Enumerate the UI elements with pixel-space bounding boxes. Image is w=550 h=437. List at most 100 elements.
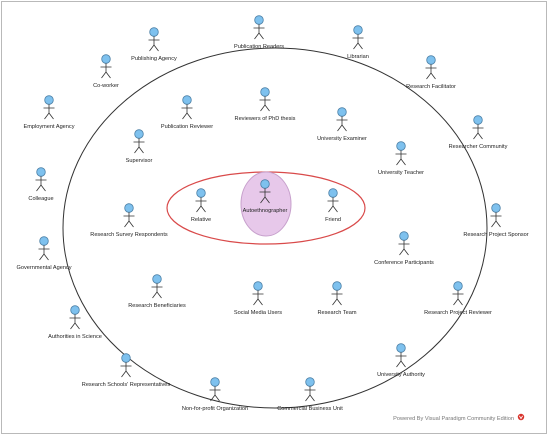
actor-publication-readers[interactable]: Publication Readers xyxy=(234,15,284,50)
actor-head-icon xyxy=(254,15,264,25)
actor-label: Employment Agency xyxy=(24,124,75,130)
actor-head-icon xyxy=(196,188,206,198)
actor-head-icon xyxy=(399,231,409,241)
actor-label: University Authority xyxy=(377,372,425,378)
actor-body-icon xyxy=(209,386,221,402)
actor-label: Research Project Sponsor xyxy=(463,232,528,238)
actor-label: Research Schools' Representatives xyxy=(82,382,171,388)
actor-social-media-users[interactable]: Social Media Users xyxy=(234,281,282,316)
actor-head-icon xyxy=(39,236,49,246)
actor-body-icon xyxy=(148,36,160,52)
actor-label: Researcher Community xyxy=(449,144,508,150)
actor-label: Publication Reviewer xyxy=(161,124,213,130)
actor-librarian[interactable]: Librarian xyxy=(347,25,369,60)
actor-co-worker[interactable]: Co-worker xyxy=(93,54,119,89)
actor-head-icon xyxy=(491,203,501,213)
actor-body-icon xyxy=(151,283,163,299)
actor-body-icon xyxy=(259,188,271,204)
actor-body-icon xyxy=(398,240,410,256)
actor-head-icon xyxy=(149,27,159,37)
actor-friend[interactable]: Friend xyxy=(325,188,341,223)
actor-label: Relative xyxy=(191,217,211,223)
actor-label: Authorities in Science xyxy=(48,334,102,340)
actor-relative[interactable]: Relative xyxy=(191,188,211,223)
actor-university-examiner[interactable]: University Examiner xyxy=(317,107,367,142)
actor-non-for-profit-organization[interactable]: Non-for-profit Organization xyxy=(182,377,248,412)
actor-conference-participants[interactable]: Conference Participants xyxy=(374,231,434,266)
actor-body-icon xyxy=(304,386,316,402)
actor-body-icon xyxy=(195,197,207,213)
actor-label: Colleague xyxy=(28,196,53,202)
actor-research-project-sponsor[interactable]: Research Project Sponsor xyxy=(463,203,529,238)
actor-label: University Examiner xyxy=(317,136,367,142)
actor-university-teacher[interactable]: University Teacher xyxy=(378,141,424,176)
actor-label: Commercial Business Unit xyxy=(277,406,343,412)
actor-head-icon xyxy=(44,95,54,105)
actor-label: Research Project Reviewer xyxy=(424,310,492,316)
actor-label: Non-for-profit Organization xyxy=(182,406,248,412)
actor-head-icon xyxy=(70,305,80,315)
actor-head-icon xyxy=(396,141,406,151)
actor-commercial-business-unit[interactable]: Commercial Business Unit xyxy=(277,377,343,412)
actor-research-survey-respondents[interactable]: Research Survey Respondents xyxy=(90,203,168,238)
actor-label: Reviewers of PhD thesis xyxy=(235,116,296,122)
actor-researcher-community[interactable]: Researcher Community xyxy=(449,115,508,150)
actor-body-icon xyxy=(327,197,339,213)
outer-circle-boundary xyxy=(62,47,488,409)
actor-employment-agency[interactable]: Employment Agency xyxy=(24,95,75,130)
actor-body-icon xyxy=(43,104,55,120)
actor-research-project-reviewer[interactable]: Research Project Reviewer xyxy=(424,281,492,316)
actor-body-icon xyxy=(252,290,264,306)
actor-publishing-agency[interactable]: Publishing Agency xyxy=(131,27,177,62)
actor-head-icon xyxy=(353,25,363,35)
actor-colleague[interactable]: Colleague xyxy=(28,167,54,202)
actor-head-icon xyxy=(182,95,192,105)
actor-head-icon xyxy=(337,107,347,117)
actor-body-icon xyxy=(35,176,47,192)
actor-label: Governmental Agency xyxy=(16,265,71,271)
actor-publication-reviewer[interactable]: Publication Reviewer xyxy=(161,95,213,130)
actor-research-facilitator[interactable]: Research Facilitator xyxy=(406,55,456,90)
actor-head-icon xyxy=(260,179,270,189)
actor-autoethnographer[interactable]: Autoethnographer xyxy=(243,179,288,214)
actor-label: Publishing Agency xyxy=(131,56,177,62)
actor-body-icon xyxy=(133,138,145,154)
actor-body-icon xyxy=(181,104,193,120)
actor-authorities-in-science[interactable]: Authorities in Science xyxy=(48,305,102,340)
actor-body-icon xyxy=(395,150,407,166)
actor-university-authority[interactable]: University Authority xyxy=(377,343,425,378)
actor-head-icon xyxy=(328,188,338,198)
actor-head-icon xyxy=(332,281,342,291)
actor-body-icon xyxy=(69,314,81,330)
watermark-text: Powered By Visual Paradigm Community Edi… xyxy=(393,416,514,422)
autoethnographer-highlight xyxy=(240,171,292,237)
actor-governmental-agency[interactable]: Governmental Agency xyxy=(16,236,72,271)
actor-body-icon xyxy=(395,352,407,368)
actor-head-icon xyxy=(124,203,134,213)
actor-label: Co-worker xyxy=(93,83,119,89)
actor-reviewers-of-phd-thesis[interactable]: Reviewers of PhD thesis xyxy=(235,87,296,122)
actor-body-icon xyxy=(253,24,265,40)
actor-head-icon xyxy=(426,55,436,65)
watermark-logo-icon xyxy=(517,413,525,421)
actor-body-icon xyxy=(425,64,437,80)
actor-head-icon xyxy=(253,281,263,291)
actor-research-team[interactable]: Research Team xyxy=(317,281,357,316)
actor-body-icon xyxy=(352,34,364,50)
actor-head-icon xyxy=(36,167,46,177)
watermark: Powered By Visual Paradigm Community Edi… xyxy=(393,413,525,422)
actor-body-icon xyxy=(38,245,50,261)
actor-supervisor[interactable]: Supervisor xyxy=(126,129,153,164)
actor-body-icon xyxy=(120,362,132,378)
actor-research-schools-representatives[interactable]: Research Schools' Representatives xyxy=(82,353,171,388)
actor-research-beneficiaries[interactable]: Research Beneficiaries xyxy=(128,274,186,309)
actor-label: Research Facilitator xyxy=(406,84,456,90)
actor-body-icon xyxy=(331,290,343,306)
actor-label: Librarian xyxy=(347,54,369,60)
actor-head-icon xyxy=(152,274,162,284)
actor-body-icon xyxy=(100,63,112,79)
